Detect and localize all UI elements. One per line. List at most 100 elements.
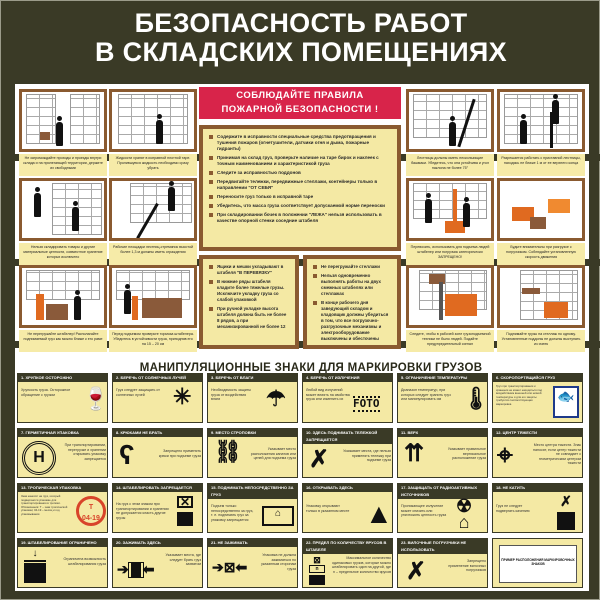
tropical-date: 04-19	[82, 515, 100, 522]
picture-caption: Лестницы должны иметь нескользящие башма…	[406, 154, 494, 176]
rule-item: При складировании бочек в положении "ЛЕЖ…	[209, 212, 391, 224]
illustration-stacker	[19, 265, 107, 328]
marking-example-icon: ПРИМЕР РАСПОЛОЖЕНИЯ МАРКИРОВОЧНЫХ ЗНАКОВ	[499, 545, 577, 583]
sign-card: 5. ОГРАНИЧЕНИЕ ТЕМПЕРАТУРЫ Диапазон темп…	[397, 373, 490, 423]
rule-item: Ящики и мешки укладывают в штабеля "В ПЕ…	[209, 264, 289, 276]
sign-text: Указывает места, где нельзя применять те…	[343, 449, 391, 463]
sign-card: 15. ПОДНИМАТЬ НЕПОСРЕДСТВЕННО ЗА ГРУЗ По…	[207, 483, 298, 533]
sign-title: 22. ПРЕДЕЛ ПО КОЛИЧЕСТВУ ЯРУСОВ В ШТАБЕЛ…	[303, 539, 392, 554]
sign-card: 10. ЗДЕСЬ ПОДНИМАТЬ ТЕЛЕЖКОЙ ЗАПРЕЩАЕТСЯ…	[302, 428, 393, 478]
signs-section-title: МАНИПУЛЯЦИОННЫЕ ЗНАКИ ДЛЯ МАРКИРОВКИ ГРУ…	[139, 362, 483, 374]
do-not-clamp-icon: ➔⊠⬅	[212, 559, 248, 575]
rule-item: Не перегружайте стеллажи	[313, 264, 391, 270]
sealed-package-icon: H	[22, 441, 56, 475]
picture-caption: Не перегружайте штабелер! Располагайте п…	[19, 330, 107, 352]
rule-item: При ручной укладке высота штабеля должна…	[209, 306, 289, 330]
rule-item: Убедитесь, что масса груза соответствует…	[209, 203, 391, 209]
rule-item: В нижние ряды штабеля кладите более тяже…	[209, 279, 289, 303]
thermometer-icon: 🌡	[462, 386, 490, 411]
picture-card: Разрешается работать с приставной лестни…	[497, 89, 585, 176]
sign-card: 14. ШТАБЕЛИРОВАТЬ ЗАПРЕЩАЕТСЯ На груз с …	[112, 483, 203, 533]
sign-title: 7. ГЕРМЕТИЧНАЯ УПАКОВКА	[18, 429, 107, 437]
no-forklift-icon: ✗	[406, 558, 427, 585]
illustration-ladder-platform	[109, 178, 197, 241]
tier-limit-icon: ⊠ n	[309, 556, 325, 588]
illustration-stacker-check	[109, 265, 197, 328]
sign-card: 4. БЕРЕЧЬ ОТ ИЗЛУЧЕНИЯ Любой вид излучен…	[302, 373, 393, 423]
banner-line-2: ПОЖАРНОЙ БЕЗОПАСНОСТИ !	[221, 104, 379, 115]
sign-card: 11. ВЕРХ Указывает правильное вертикальн…	[397, 428, 488, 478]
sign-text: Диапазон температур, при которых следует…	[401, 388, 451, 402]
picture-card: Не загромождайте проходы и проезды внутр…	[19, 89, 107, 176]
sign-text: Хрупкость груза. Осторожное обращение с …	[21, 388, 71, 397]
sign-title: 11. ВЕРХ	[398, 429, 487, 437]
center-of-gravity-icon: ⌖	[497, 439, 513, 470]
picture-card: Лестницы должны иметь нескользящие башма…	[406, 89, 494, 176]
sign-text: Максимальное количество одинаковых грузо…	[331, 556, 391, 574]
picture-card: Следите, чтобы в рабочей зоне грузоподъе…	[406, 265, 494, 352]
rule-item: Принимая на склад груз, проверьте наличи…	[209, 155, 391, 167]
illustration-forklifts	[497, 178, 585, 241]
sign-text: Указывает правильное вертикальное распол…	[447, 447, 486, 461]
sign-title: 20. ЗАЖИМАТЬ ЗДЕСЬ	[113, 539, 202, 547]
glass-icon: 🍷	[82, 386, 110, 411]
sign-text: Проникающее излучение может снизить или …	[401, 504, 447, 518]
rules-main-list: Содержите в исправности специальные сред…	[199, 125, 401, 251]
picture-caption: Рабочие площадки лестниц-стремянок высот…	[109, 243, 197, 265]
sign-title: 4. БЕРЕЧЬ ОТ ИЗЛУЧЕНИЯ	[303, 374, 392, 382]
picture-caption: Разрешается работать с приставной лестни…	[497, 154, 585, 176]
sign-text: Знак наносят на груз, который подвергает…	[21, 494, 68, 516]
sign-card: 2. БЕРЕЧЬ ОТ СОЛНЕЧНЫХ ЛУЧЕЙ Груз следуе…	[112, 373, 203, 423]
open-here-icon: ▲	[365, 498, 393, 529]
sign-text: Груз следует защищать от солнечных лучей	[116, 388, 160, 397]
sign-card: 16. ОТКРЫВАТЬ ЗДЕСЬ Упаковку открывают т…	[302, 483, 393, 533]
sign-card: 7. ГЕРМЕТИЧНАЯ УПАКОВКА При транспортиро…	[17, 428, 108, 478]
sign-card: 3. БЕРЕЧЬ ОТ ВЛАГИ Необходимость защиты …	[207, 373, 298, 423]
rule-item: Переносите груз только в исправной таре	[209, 194, 391, 200]
title-line-2: В СКЛАДСКИХ ПОМЕЩЕНИЯХ	[95, 37, 507, 67]
picture-card: Перед подъемом проверьте тормоза штабеле…	[109, 265, 197, 352]
illustration-forklift-rack	[497, 265, 585, 328]
sign-title: 2. БЕРЕЧЬ ОТ СОЛНЕЧНЫХ ЛУЧЕЙ	[113, 374, 202, 382]
sign-title: 21. НЕ ЗАЖИМАТЬ	[208, 539, 297, 547]
sign-title: 19. ШТАБЕЛИРОВАНИЕ ОГРАНИЧЕНО	[18, 539, 107, 547]
perishable-icon: 🐟	[553, 386, 579, 418]
sign-card: 17. ЗАЩИЩАТЬ ОТ РАДИОАКТИВНЫХ ИСТОЧНИКОВ…	[397, 483, 488, 533]
sign-text: Указывает места, где следует брать груз …	[165, 553, 201, 567]
this-way-up-icon: ⇈	[404, 440, 424, 467]
picture-card: Поднимайте грузы на стеллаж по одному. У…	[497, 265, 585, 352]
sign-title: 12. ЦЕНТР ТЯЖЕСТИ	[493, 429, 582, 437]
rules-left-list: Ящики и мешки укладывают в штабеля "В ПЕ…	[199, 255, 299, 349]
fire-safety-banner: СОБЛЮДАЙТЕ ПРАВИЛА ПОЖАРНОЙ БЕЗОПАСНОСТИ…	[199, 87, 401, 119]
picture-caption: Не загромождайте проходы и проезды внутр…	[19, 154, 107, 176]
sign-text: При транспортировании, перегрузке и хран…	[64, 443, 106, 461]
sign-title: 1. ХРУПКОЕ ОСТОРОЖНО	[18, 374, 107, 382]
chain-icon: ⛓	[214, 439, 242, 464]
sign-title: 10. ЗДЕСЬ ПОДНИМАТЬ ТЕЛЕЖКОЙ ЗАПРЕЩАЕТСЯ	[303, 429, 392, 444]
poster-title: БЕЗОПАСНОСТЬ РАБОТ В СКЛАДСКИХ ПОМЕЩЕНИЯ…	[1, 9, 600, 67]
sign-card: 1. ХРУПКОЕ ОСТОРОЖНО Хрупкость груза. Ос…	[17, 373, 110, 423]
sign-card: 13. ТРОПИЧЕСКАЯ УПАКОВКА Знак наносят на…	[17, 483, 108, 533]
divider-band	[1, 259, 600, 266]
picture-caption: Жидкости хранят в исправной плотной таре…	[109, 154, 197, 176]
sign-card: 9. МЕСТО СТРОПОВКИ Указывает место распо…	[207, 428, 298, 478]
picture-card: Жидкости хранят в исправной плотной таре…	[109, 89, 197, 176]
clamp-here-icon: ➔⬅	[117, 561, 155, 579]
rules-right-list: Не перегружайте стеллажи Нельзя одноврем…	[303, 255, 401, 349]
rule-item: Следите за исправностью поддонов	[209, 170, 391, 176]
sign-card: 20. ЗАЖИМАТЬ ЗДЕСЬ Указывает места, где …	[112, 538, 203, 588]
picture-card: Перевозить, использовать для подъема люд…	[406, 178, 494, 265]
sign-text: Ограничена возможность штабелирования гр…	[63, 557, 106, 566]
sign-text: Необходимость защиты груза от воздействи…	[211, 388, 251, 402]
picture-card: Нельзя складировать товары и другие мате…	[19, 178, 107, 265]
sign-text: Груз при транспортировании и хранении не…	[496, 384, 542, 406]
sign-title: 3. БЕРЕЧЬ ОТ ВЛАГИ	[208, 374, 297, 382]
no-trolley-icon: ✗	[309, 446, 330, 473]
sign-card: 6. СКОРОПОРТЯЩИЙСЯ ГРУЗ Груз при транспо…	[492, 373, 583, 423]
sign-card: 22. ПРЕДЕЛ ПО КОЛИЧЕСТВУ ЯРУСОВ В ШТАБЕЛ…	[302, 538, 393, 588]
sign-title: 14. ШТАБЕЛИРОВАТЬ ЗАПРЕЩАЕТСЯ	[113, 484, 202, 492]
sign-title: 6. СКОРОПОРТЯЩИЙСЯ ГРУЗ	[493, 374, 582, 382]
sign-title: 18. НЕ КАТИТЬ	[493, 484, 582, 492]
sign-card: 21. НЕ ЗАЖИМАТЬ Упаковка не должна зажим…	[207, 538, 298, 588]
rule-item: Передвигайте тележки, передвижные стелла…	[209, 179, 391, 191]
